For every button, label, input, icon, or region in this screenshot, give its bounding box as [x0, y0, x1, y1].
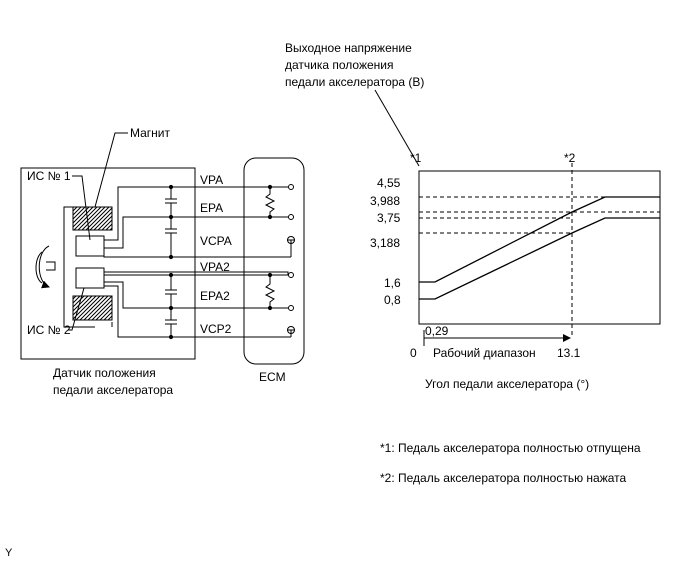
graph-ylabel-line1: Выходное напряжение — [285, 41, 412, 55]
sensor-circuit — [20, 132, 305, 365]
terminal-epa2-label: EPA2 — [200, 289, 230, 303]
marker2-label: *2 — [564, 151, 576, 165]
series-layer — [419, 196, 660, 300]
y-tick-4-55: 4,55 — [377, 176, 401, 190]
x-range-label: Рабочий диапазон — [433, 346, 536, 360]
terminal-vpa-label: VPA — [200, 173, 223, 187]
sensor-caption-line1: Датчик положения — [53, 366, 156, 380]
terminal-vcpa-label: VCPA — [200, 234, 232, 248]
wire-vpa — [104, 186, 288, 241]
wire-epa — [104, 216, 288, 249]
output-graph — [374, 89, 661, 346]
graph-frame — [418, 170, 661, 325]
terminal-vcp2-label: VCP2 — [200, 322, 232, 336]
magnet-label: Магнит — [130, 126, 171, 140]
wire-vpa2 — [104, 271, 289, 275]
series-line-upper — [419, 196, 660, 283]
wire-epa2 — [104, 281, 288, 309]
ecm-resistor-1 — [264, 187, 276, 217]
ecm-terminal-epa — [288, 214, 294, 220]
y-tick-3-188: 3,188 — [370, 236, 400, 250]
y-tick-1-6: 1,6 — [384, 276, 401, 290]
graph-ylabel-line3: педали акселератора (В) — [285, 75, 424, 89]
terminal-vpa2-label: VPA2 — [200, 260, 230, 274]
ecm-terminal-vpa — [288, 184, 294, 190]
graph-xlabel: Угол педали акселератора (°) — [425, 377, 589, 391]
note-2: *2: Педаль акселератора полностью нажата — [380, 471, 627, 485]
y-tick-3-988: 3,988 — [370, 194, 400, 208]
y-tick-0-8: 0,8 — [384, 293, 401, 307]
sensor-housing — [20, 167, 196, 360]
magnet-top — [72, 206, 113, 231]
marker1-label: *1 — [410, 151, 422, 165]
sensor-caption-line2: педали акселератора — [53, 383, 173, 397]
rotation-arrow — [38, 245, 50, 289]
ic2-label: ИС № 2 — [27, 323, 71, 337]
ecm-terminal-vpa2 — [288, 272, 294, 278]
wire-vcp2 — [104, 285, 288, 338]
ecm-resistor-2 — [264, 275, 276, 308]
series-line-lower — [419, 217, 660, 300]
x-mark-13-1: 13.1 — [557, 346, 581, 360]
ic2-chip — [75, 267, 105, 289]
ecm-housing — [243, 157, 305, 365]
note-1: *1: Педаль акселератора полностью отпуще… — [380, 441, 641, 455]
graph-ylabel-line2: датчика положения — [285, 58, 394, 72]
ecm-label: ECM — [259, 370, 286, 384]
x-mark-0-29: 0,29 — [425, 324, 449, 338]
magnet-bottom — [72, 295, 113, 321]
ic1-label: ИС № 1 — [27, 169, 71, 183]
corner-mark: Y — [5, 547, 13, 559]
y-tick-3-75: 3,75 — [377, 211, 401, 225]
ecm-terminal-epa2 — [288, 305, 294, 311]
x-origin-label: 0 — [410, 346, 417, 360]
terminal-epa-label: EPA — [200, 201, 223, 215]
wire-vcpa — [103, 252, 288, 258]
